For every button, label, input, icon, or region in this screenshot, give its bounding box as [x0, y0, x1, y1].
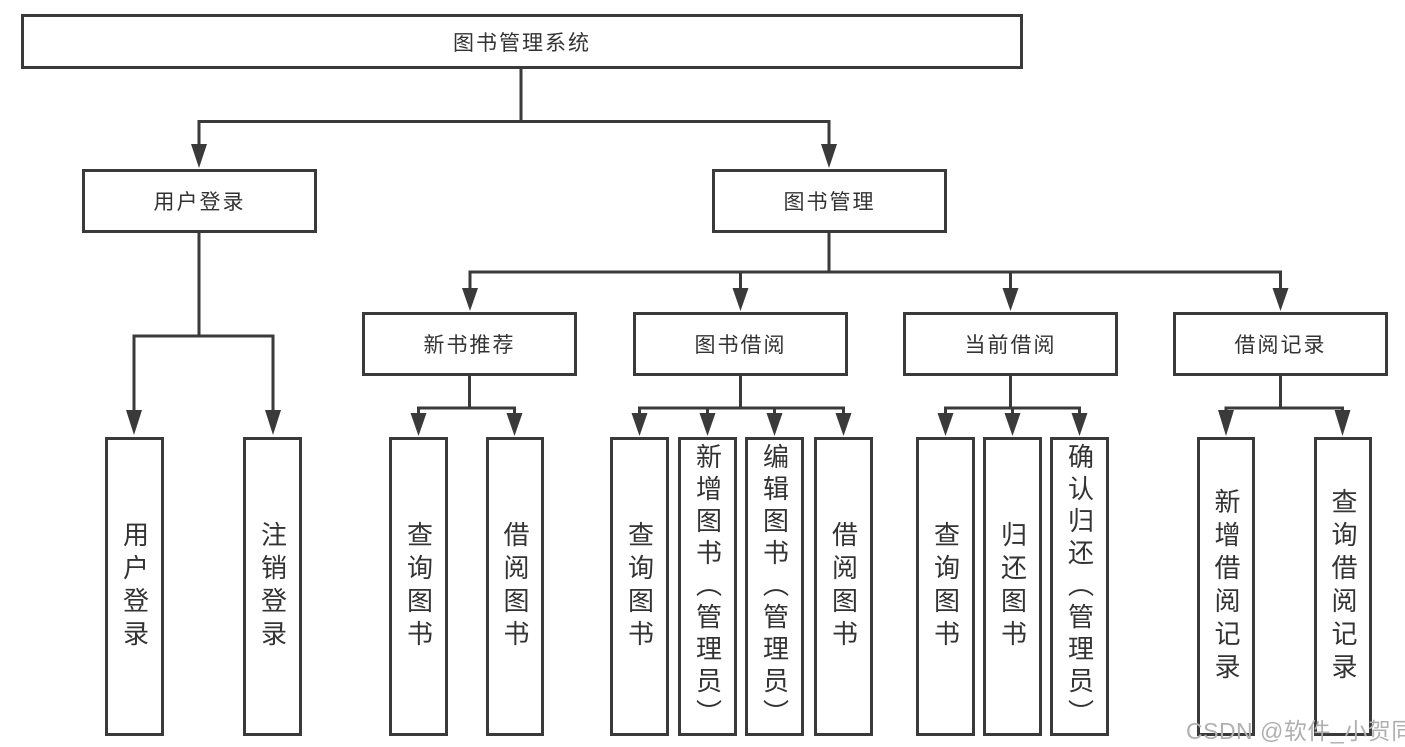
- leaf-logout-label: 注销登录: [257, 520, 288, 653]
- leaf-query-borrow-record: 查询借阅记录: [1314, 437, 1372, 736]
- node-current-borrow: 当前借阅: [903, 312, 1118, 376]
- leaf-add-book-admin-label: 新增图书（管理员）: [692, 442, 723, 731]
- node-book-borrow-label: 图书借阅: [694, 334, 787, 357]
- node-library-system-label: 图书管理系统: [453, 31, 591, 55]
- node-library-system: 图书管理系统: [21, 14, 1023, 69]
- csdn-watermark: CSDN @软件_小贺同学: [1186, 718, 1405, 744]
- leaf-return-book: 归还图书: [983, 437, 1042, 736]
- leaf-logout: 注销登录: [243, 437, 302, 736]
- leaf-query-books-recommend-label: 查询图书: [403, 520, 434, 653]
- leaf-borrow-books: 借阅图书: [814, 437, 873, 736]
- leaf-query-borrow-record-label: 查询借阅记录: [1328, 487, 1358, 686]
- node-new-book-recommend-label: 新书推荐: [423, 334, 516, 357]
- leaf-confirm-return-admin-label: 确认归还（管理员）: [1064, 442, 1095, 731]
- leaf-return-book-label: 归还图书: [997, 520, 1028, 653]
- leaf-query-books-current: 查询图书: [916, 437, 975, 736]
- leaf-query-books-borrow: 查询图书: [610, 437, 669, 736]
- leaf-user-login: 用户登录: [105, 437, 164, 736]
- node-borrow-records: 借阅记录: [1173, 312, 1388, 376]
- leaf-borrow-books-recommend-label: 借阅图书: [500, 520, 530, 653]
- leaf-query-books-recommend: 查询图书: [389, 437, 448, 736]
- leaf-edit-book-admin: 编辑图书（管理员）: [745, 437, 804, 736]
- node-user-login-label: 用户登录: [153, 191, 246, 214]
- node-user-login: 用户登录: [82, 169, 317, 233]
- node-book-management: 图书管理: [712, 169, 947, 233]
- leaf-query-books-borrow-label: 查询图书: [624, 520, 655, 653]
- node-current-borrow-label: 当前借阅: [964, 334, 1057, 357]
- leaf-add-book-admin: 新增图书（管理员）: [678, 437, 737, 736]
- node-new-book-recommend: 新书推荐: [362, 312, 577, 376]
- leaf-borrow-books-label: 借阅图书: [828, 520, 859, 653]
- leaf-confirm-return-admin: 确认归还（管理员）: [1050, 437, 1109, 736]
- leaf-add-borrow-record: 新增借阅记录: [1197, 437, 1255, 736]
- node-borrow-records-label: 借阅记录: [1234, 334, 1327, 357]
- node-book-borrow: 图书借阅: [633, 312, 848, 376]
- leaf-borrow-books-recommend: 借阅图书: [486, 437, 544, 736]
- leaf-add-borrow-record-label: 新增借阅记录: [1211, 487, 1241, 686]
- leaf-user-login-label: 用户登录: [119, 520, 150, 653]
- leaf-edit-book-admin-label: 编辑图书（管理员）: [759, 442, 790, 731]
- node-book-management-label: 图书管理: [783, 191, 876, 214]
- leaf-query-books-current-label: 查询图书: [930, 520, 961, 653]
